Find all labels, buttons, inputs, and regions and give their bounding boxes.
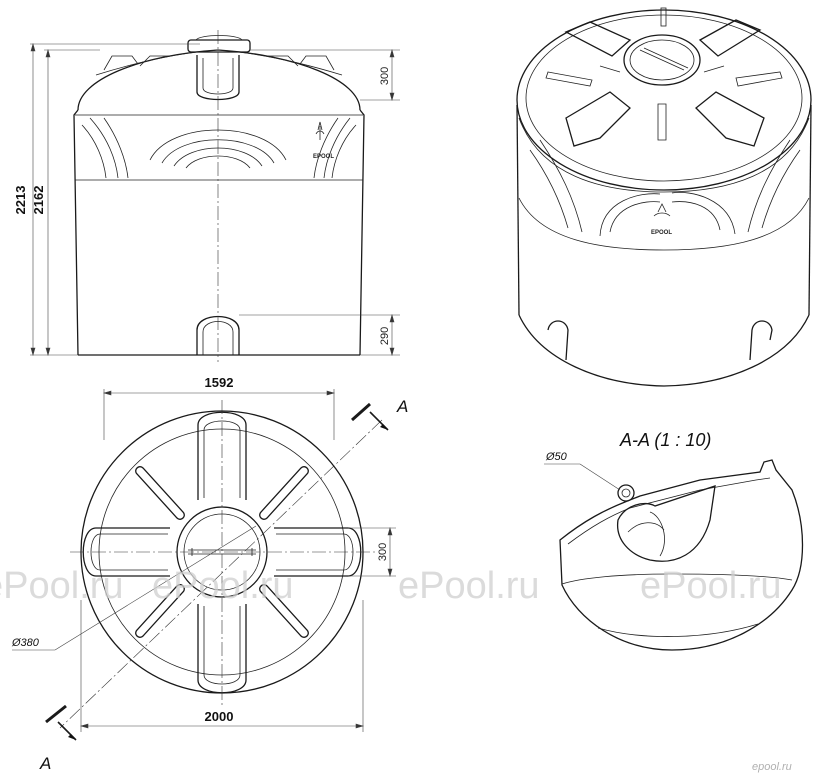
dim-hatch-diameter: Ø380 — [11, 637, 40, 649]
section-view: A-A (1 : 10) Ø50 — [544, 430, 804, 651]
watermarks: ePool.ru ePool.ru ePool.ru ePool.ru — [0, 565, 782, 607]
dim-body-height: 2162 — [31, 186, 46, 215]
dim-top-width: 1592 — [205, 375, 234, 390]
watermark-4: ePool.ru — [640, 565, 782, 607]
watermark-2: ePool.ru — [152, 565, 294, 607]
iso-band-arcs — [529, 139, 801, 237]
front-band-arcs — [81, 117, 357, 179]
iso-logo-text: EPOOL — [651, 230, 672, 236]
dim-diameter: 2000 — [205, 709, 234, 724]
plan-dimensions: 1592 2000 300 Ø380 — [11, 375, 396, 732]
front-logo-text: EPOOL — [313, 154, 334, 160]
watermark-1: ePool.ru — [0, 565, 124, 607]
dim-bottom-offset: 290 — [379, 327, 391, 345]
iso-view: EPOOL — [516, 7, 812, 387]
section-marker-top-label: A — [396, 397, 408, 416]
front-dimensions: 2213 2162 300 290 — [13, 42, 400, 357]
front-logo: EPOOL — [313, 121, 334, 160]
dim-top-offset: 300 — [379, 67, 391, 85]
front-view: EPOOL — [73, 30, 365, 362]
section-marker-bottom: A — [39, 704, 77, 773]
brand-corner-logo: epool.ru — [752, 761, 792, 773]
section-title: A-A (1 : 10) — [619, 430, 711, 450]
plan-view — [59, 400, 383, 729]
watermark-3: ePool.ru — [398, 565, 540, 607]
section-marker-top: A — [351, 397, 408, 431]
dim-total-height: 2213 — [13, 186, 28, 215]
iso-logo: EPOOL — [651, 203, 672, 236]
section-marker-bottom-label: A — [39, 754, 51, 773]
dim-hole-diameter: Ø50 — [545, 451, 568, 463]
dim-plan-offset: 300 — [377, 543, 389, 561]
